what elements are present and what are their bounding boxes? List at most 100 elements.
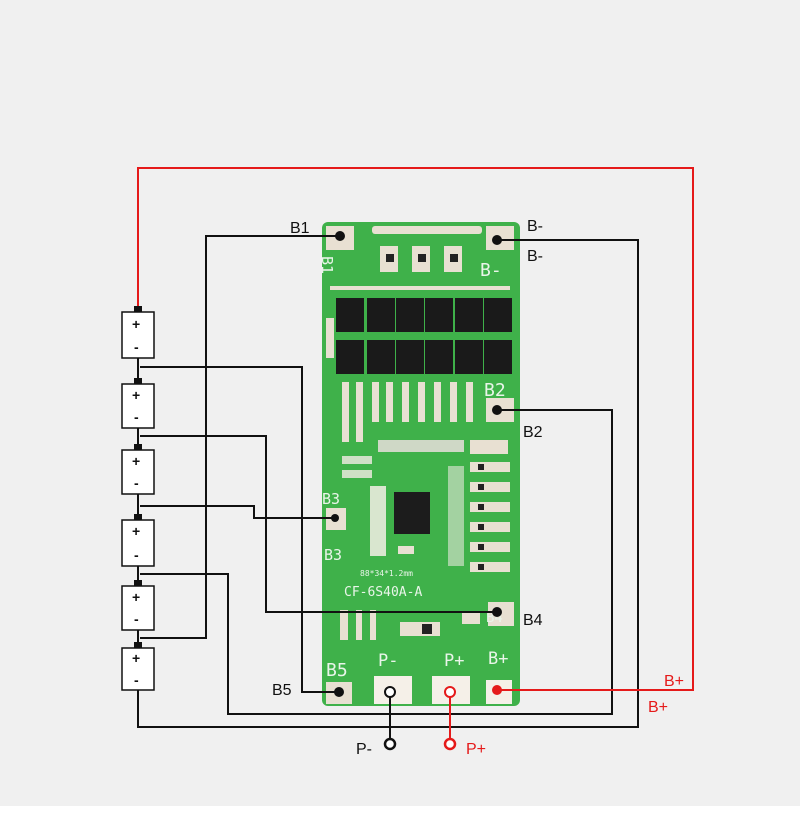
small-component <box>342 470 372 478</box>
battery-cell-3: + - <box>121 444 155 495</box>
resistor <box>434 382 441 422</box>
mosfet-row-bottom <box>336 340 512 374</box>
mosfet <box>396 340 424 374</box>
mosfet <box>484 298 512 332</box>
cell-minus: - <box>134 339 139 355</box>
black-wires <box>137 235 639 740</box>
component-dot <box>422 624 432 634</box>
board-marking: CF-6S40A-A <box>344 585 422 600</box>
label-b2: B2 <box>523 424 543 441</box>
cell-plus: + <box>132 589 140 605</box>
label-b-plus-lower: B+ <box>648 699 668 716</box>
terminal-b3 <box>331 514 339 522</box>
resistor <box>466 382 473 422</box>
component-strip <box>448 466 464 566</box>
cell-terminal <box>134 444 142 450</box>
mosfet-row-top <box>336 298 512 332</box>
component-dot <box>478 564 484 570</box>
silk-p-plus: P+ <box>444 651 464 671</box>
component-dot <box>478 504 484 510</box>
resistor <box>386 382 393 422</box>
component-strip <box>370 486 386 556</box>
resistor <box>372 382 379 422</box>
cell-terminal <box>134 306 142 312</box>
mosfet <box>336 340 364 374</box>
lower-component <box>356 610 362 640</box>
cell-minus: - <box>134 672 139 688</box>
cell-body <box>121 449 155 495</box>
terminal-b1 <box>335 231 345 241</box>
battery-cell-1: + - <box>121 306 155 359</box>
output-p-minus <box>383 737 397 751</box>
cell-minus: - <box>134 475 139 491</box>
vertical-resistors <box>342 382 473 442</box>
mosfet <box>425 298 453 332</box>
bottom-strip <box>0 806 800 815</box>
cell-terminal <box>134 642 142 648</box>
component-row <box>470 440 508 454</box>
lower-component <box>340 610 348 640</box>
wire-b-plus <box>137 167 694 691</box>
balance-component <box>470 562 510 572</box>
silk-b3-top: B3 <box>322 490 340 508</box>
battery-stack: + - + - + - + - + - <box>121 306 155 691</box>
cell-body <box>121 585 155 631</box>
resistor <box>450 382 457 422</box>
silk-p-minus: P- <box>378 651 398 671</box>
cell-plus: + <box>132 316 140 332</box>
terminal-b-plus <box>492 685 502 695</box>
mosfet <box>484 340 512 374</box>
silk-b2: B2 <box>484 380 506 401</box>
component-dot <box>478 484 484 490</box>
component-dot <box>478 524 484 530</box>
cell-plus: + <box>132 453 140 469</box>
terminal-b4 <box>492 607 502 617</box>
resistor-marking <box>418 254 426 262</box>
mosfet <box>367 298 395 332</box>
resistor-marking <box>450 254 458 262</box>
label-b-minus: B- <box>527 248 543 265</box>
resistor <box>418 382 425 422</box>
mosfet <box>455 340 483 374</box>
component-dot <box>478 464 484 470</box>
wire-b-minus <box>137 239 639 728</box>
battery-cell-6: + - <box>121 642 155 691</box>
label-b-minus-top: B- <box>527 218 543 235</box>
cell-plus: + <box>132 523 140 539</box>
label-p-plus: P+ <box>466 741 486 758</box>
cell-minus: - <box>134 409 139 425</box>
lower-component <box>400 622 440 636</box>
resistor-marking <box>386 254 394 262</box>
wire-b4 <box>140 435 497 613</box>
mosfet <box>336 298 364 332</box>
lower-component <box>462 612 480 624</box>
balance-component <box>470 522 510 532</box>
mosfet <box>396 298 424 332</box>
cell-terminal <box>134 580 142 586</box>
resistor <box>402 382 409 422</box>
red-wires <box>137 167 694 740</box>
small-component <box>342 456 372 464</box>
side-component <box>326 318 334 358</box>
wire-b3 <box>140 505 335 519</box>
battery-cell-4: + - <box>121 514 155 567</box>
balance-component <box>470 502 510 512</box>
cell-body <box>121 519 155 567</box>
mosfet <box>367 340 395 374</box>
balance-component <box>470 542 510 552</box>
label-b4: B4 <box>523 612 543 629</box>
wire-b2 <box>140 409 613 715</box>
bus-strip <box>330 286 510 290</box>
terminal-p-minus-pad <box>384 686 396 698</box>
cell-terminal <box>134 514 142 520</box>
silk-b3: B3 <box>324 546 342 564</box>
component-dot <box>478 544 484 550</box>
resistor <box>356 382 363 442</box>
bms-ic-chip <box>394 492 430 534</box>
cell-plus: + <box>132 650 140 666</box>
cell-body <box>121 311 155 359</box>
cell-body <box>121 383 155 429</box>
label-b1: B1 <box>290 220 310 237</box>
